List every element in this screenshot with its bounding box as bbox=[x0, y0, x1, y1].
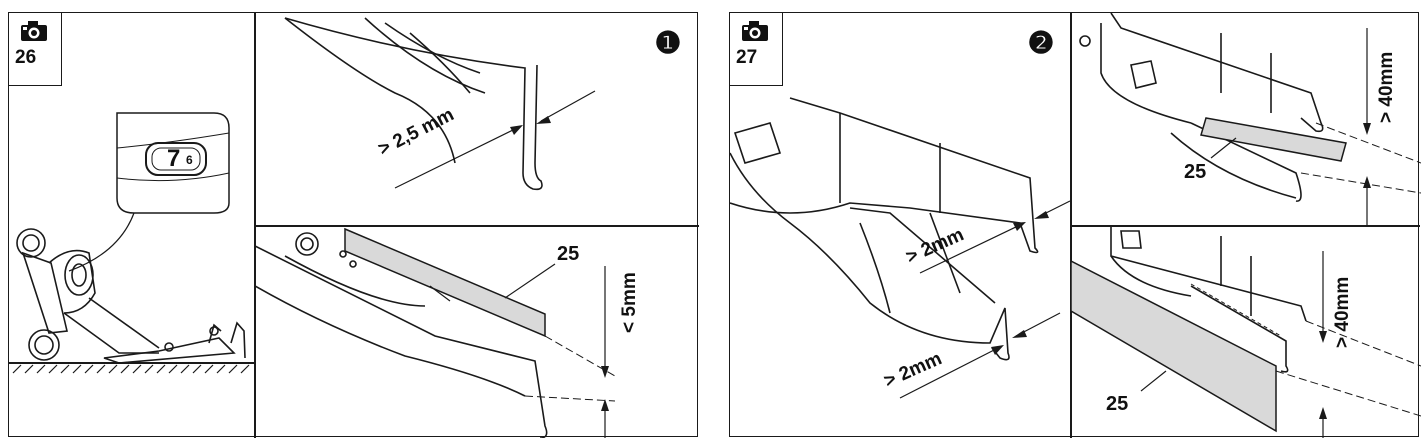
figure-number: 26 bbox=[15, 47, 37, 68]
dial-value: 7 bbox=[167, 145, 181, 172]
figure-number: 27 bbox=[736, 47, 758, 68]
panel-divider bbox=[1070, 225, 1420, 227]
panel-divider bbox=[254, 225, 699, 227]
blade-edge-diagram bbox=[730, 97, 1070, 399]
lift-label: > 40mm bbox=[1332, 276, 1353, 348]
camera-icon bbox=[742, 21, 768, 41]
part-number-label: 25 bbox=[1106, 393, 1129, 415]
figure-number-box: 26 bbox=[9, 13, 62, 86]
lawnmower-icon bbox=[9, 112, 254, 374]
blade-lift-bottom-diagram bbox=[1071, 226, 1421, 438]
lift-label: > 40mm bbox=[1376, 51, 1397, 123]
blade-lift-diagram bbox=[255, 227, 616, 438]
figure-number-box: 27 bbox=[730, 13, 783, 86]
figure-27: 27 ❷ > 2mm > 2mm bbox=[729, 12, 1421, 438]
blade-thickness-diagram bbox=[284, 17, 596, 191]
step-marker: ❶ bbox=[654, 27, 682, 60]
dial-next-value: 6 bbox=[186, 153, 193, 167]
blade-lift-top-diagram bbox=[1079, 13, 1421, 225]
camera-icon bbox=[21, 21, 47, 41]
figure-26: 26 7 6 bbox=[8, 12, 699, 438]
lift-label: < 5mm bbox=[619, 272, 640, 333]
part-number-label: 25 bbox=[557, 243, 580, 265]
step-marker: ❷ bbox=[1027, 27, 1055, 60]
part-number-label: 25 bbox=[1184, 161, 1207, 183]
